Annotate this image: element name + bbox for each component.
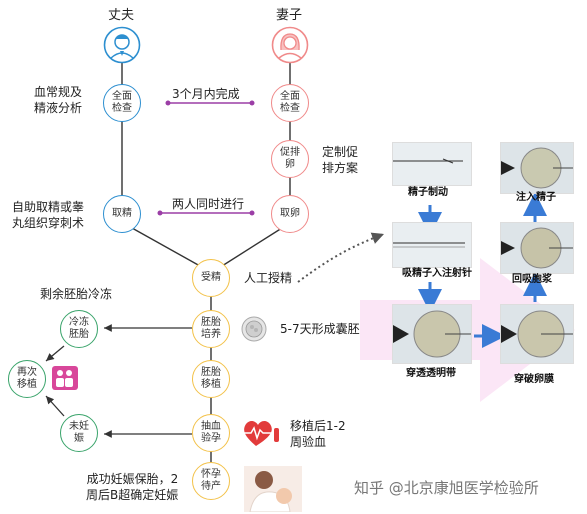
micro-image-sperm-brake: [392, 142, 472, 186]
three-months-text: 3个月内完成: [172, 87, 240, 101]
caption-zona: 穿透透明带: [406, 368, 456, 379]
male-avatar-icon: [103, 26, 141, 64]
transfer-node: 胚胎 移植: [192, 360, 230, 398]
micro-image-inject-sperm: [500, 142, 574, 194]
micro-image-aspirate: [392, 222, 472, 268]
icsi-dotted-arrow: [297, 232, 385, 283]
custom-plan-text: 定制促 排方案: [322, 145, 359, 175]
notpregnant-to-retransfer-arrow: [45, 395, 65, 417]
caption-aspirate-cytoplasm: 回吸胞浆: [512, 274, 552, 285]
caption-inject-sperm: 注入精子: [516, 192, 556, 203]
heartbeat-icon: [242, 418, 282, 448]
blood-node: 抽血 验孕: [192, 414, 230, 452]
leftover-text: 剩余胚胎冷冻: [40, 287, 113, 301]
caption-aspirate: 吸精子入注射针: [402, 268, 472, 279]
family-icon: [52, 366, 78, 390]
blood-semen-text: 血常规及 精液分析: [34, 85, 83, 115]
sperm-method-text: 自助取精或睾 丸组织穿刺术: [12, 200, 85, 230]
female-stim-node: 促排 卵: [271, 140, 309, 178]
husband-label: 丈夫: [108, 8, 135, 23]
micro-image-aspirate-cytoplasm: [500, 222, 574, 274]
female-avatar-icon: [271, 26, 309, 64]
mother-baby-icon: [244, 466, 302, 512]
wife-label: 妻子: [276, 8, 303, 23]
success-text: 成功妊娠保胎，2 周后B超确定妊娠: [86, 472, 179, 502]
fert-node: 受精: [192, 259, 230, 297]
male-sperm-node: 取精: [103, 195, 141, 233]
male-to-fert-line: [131, 227, 201, 267]
female-egg-node: 取卵: [271, 195, 309, 233]
watermark-text: 知乎 @北京康旭医学检验所: [354, 479, 539, 497]
icsi-text: 人工授精: [244, 271, 293, 285]
caption-oolemma: 穿破卵膜: [514, 374, 554, 385]
embryo-icon: [241, 316, 267, 342]
micro-image-zona: [392, 304, 472, 364]
freeze-to-retransfer-arrow: [45, 345, 65, 362]
retransfer-node: 再次 移植: [8, 360, 46, 398]
culture-node: 胚胎 培养: [192, 310, 230, 348]
caption-sperm-brake: 精子制动: [408, 187, 448, 198]
female-exam-node: 全面 检查: [271, 84, 309, 122]
male-exam-node: 全面 检查: [103, 84, 141, 122]
freeze-node: 冷冻 胚胎: [60, 310, 98, 348]
female-to-fert-line: [221, 227, 283, 267]
pregnant-node: 怀孕 待产: [192, 462, 230, 500]
notpregnant-node: 未妊 娠: [60, 414, 98, 452]
blood-test-text: 移植后1-2 周验血: [290, 419, 346, 449]
micro-image-oolemma: [500, 304, 574, 364]
blastocyst-text: 5-7天形成囊胚: [280, 322, 360, 336]
simultaneous-text: 两人同时进行: [172, 197, 245, 211]
